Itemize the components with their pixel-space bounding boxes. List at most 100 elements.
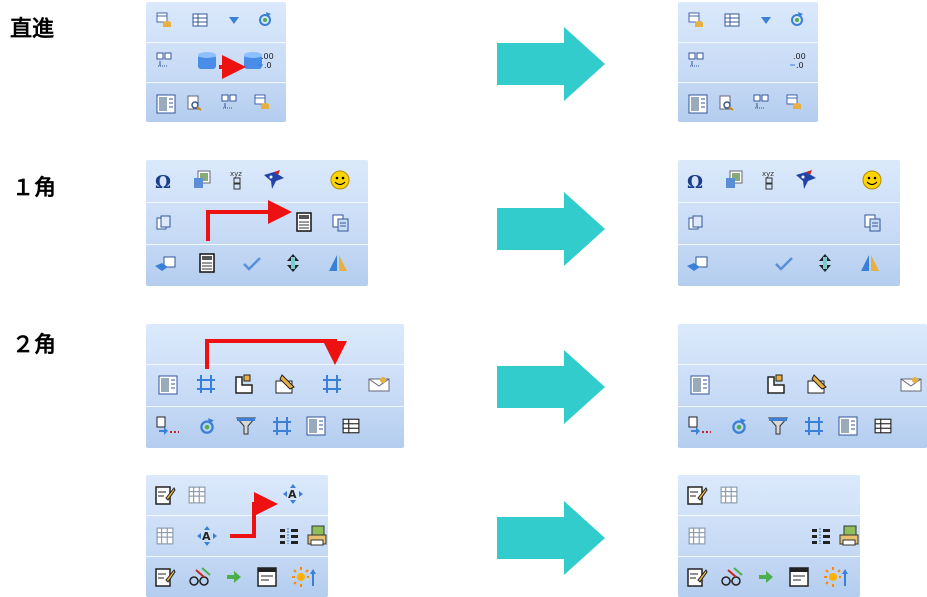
svg-text:Ω: Ω [687,172,703,191]
svg-text:.00: .00 [261,52,274,61]
align-icon [280,528,298,544]
result-arrow-one-corner [497,192,605,266]
search-doc-icon [719,95,734,111]
table-view-icon [688,94,708,114]
svg-text:Ω: Ω [155,172,171,191]
toolbar-after-two-corners [678,324,927,448]
refresh-icon [732,418,746,434]
copy-icon [156,215,171,230]
sort-icon [287,254,299,272]
handshake-icon [155,256,176,271]
cylinder-icon [198,52,216,69]
bird-icon [264,170,284,189]
svg-text:.0: .0 [796,61,804,70]
database-table-icon [688,12,703,27]
calculator-icon [199,253,215,273]
copy-icon [688,215,703,230]
note-icon [257,567,277,587]
decimal-icon: .00.0 [790,52,806,70]
note-icon [789,567,809,587]
text-frame-icon: A [197,526,217,546]
edit-icon [275,374,295,394]
xyz-icon: xyz [230,170,242,190]
grid-icon [724,13,740,27]
table-view-icon [158,375,178,395]
row-label-straight: 直進 [10,17,55,42]
grid-icon [688,527,706,545]
search-doc-icon [187,95,202,111]
smiley-icon [862,170,882,190]
arrow-down-icon [761,17,771,24]
toolbar-after-four [678,475,860,597]
grid-move-icon [753,94,769,109]
move-icon [688,416,711,435]
database-table-icon [786,94,801,109]
result-arrow-two-corners [497,350,605,424]
edit-icon [155,568,176,587]
calculator-icon [296,212,312,232]
print-icon [839,525,859,546]
refresh-icon [200,418,214,434]
edit-icon [807,374,827,394]
svg-text:A: A [202,530,211,543]
grid-icon [720,486,738,504]
picture-icon [194,170,211,188]
refresh-icon [791,12,803,26]
envelope-icon [368,377,390,392]
xyz-icon: xyz [762,170,774,190]
sort-icon [819,254,831,272]
toolbar-after-straight: .00.0 [678,2,818,122]
filter-icon [236,417,256,435]
sun-icon [292,567,316,587]
triangle-icon [861,255,879,271]
picture-icon [726,170,743,188]
grid-icon [156,527,174,545]
move-icon [156,416,179,435]
crop-icon [805,417,823,435]
bird-icon [796,170,816,189]
grid-icon [192,13,208,27]
crop-icon [323,375,341,393]
row-label-two-corners: ２角 [12,333,57,358]
result-arrow-straight [497,27,605,101]
envelope-icon [900,377,922,392]
table-view-icon [690,375,710,395]
result-arrow-four [497,501,605,575]
refresh-icon [259,12,271,26]
sun-icon [824,567,848,587]
grid-move-icon [688,52,704,67]
signature-icon [235,374,253,394]
table-view-icon [156,94,176,114]
svg-text:xyz: xyz [762,170,774,178]
grid-icon [188,486,206,504]
glasses-icon [189,567,211,586]
edit-icon [687,486,708,505]
glasses-icon [721,567,743,586]
toolbar-before-two-corners [146,324,404,448]
triangle-icon [329,255,347,271]
crop-icon [197,375,215,393]
grid-move-icon [221,94,237,109]
svg-text:.00: .00 [793,52,806,61]
align-icon [812,528,830,544]
smiley-icon [330,170,350,190]
decimal-icon: .00.0 [258,52,274,70]
copy-format-icon [864,214,881,232]
toolbar-after-one-corner: Ω xyz [678,160,900,286]
copy-format-icon [332,214,349,232]
grid-icon [342,418,360,434]
handshake-icon [687,256,708,271]
forward-icon [227,571,241,583]
grid-icon [874,418,892,434]
edit-icon [155,486,176,505]
toolbar-before-four: A A [146,475,328,597]
database-table-icon [156,12,171,27]
omega-icon: Ω [687,172,703,191]
arrow-down-icon [229,17,239,24]
check-icon [775,257,793,271]
forward-icon [759,571,773,583]
svg-text:A: A [288,488,297,501]
row-label-one-corner: １角 [12,176,57,201]
svg-text:.0: .0 [264,61,272,70]
omega-icon: Ω [155,172,171,191]
